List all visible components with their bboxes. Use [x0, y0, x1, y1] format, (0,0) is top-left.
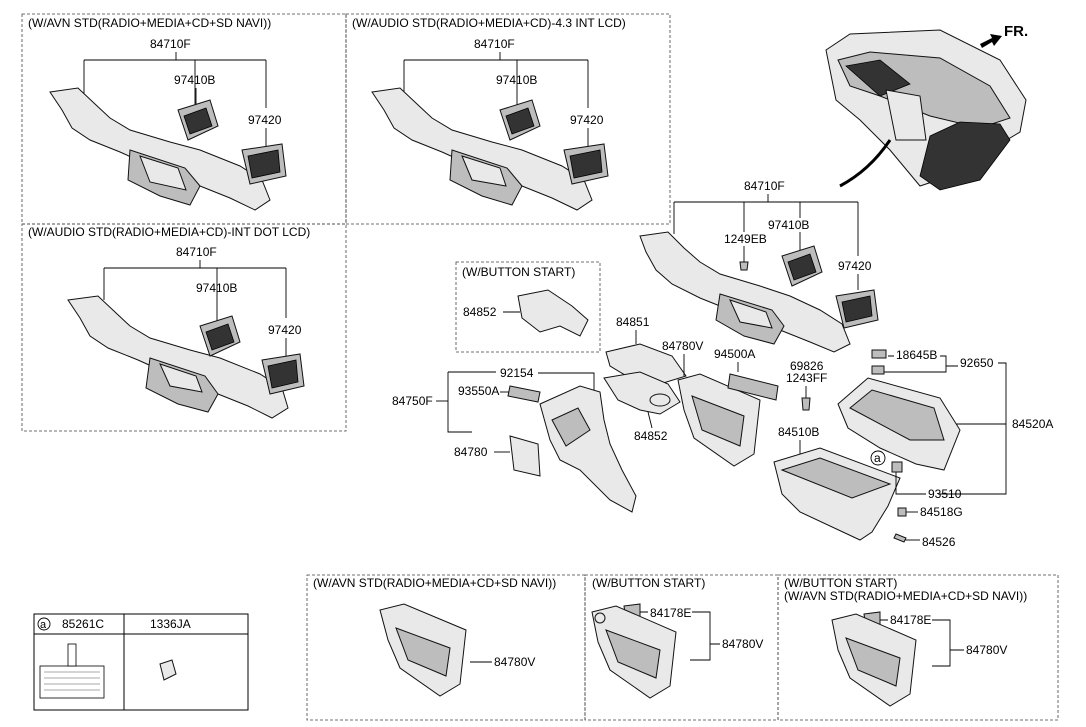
part-label-84780V: 84780V: [722, 637, 763, 651]
legend-part-1336JA: 1336JA: [150, 617, 191, 631]
part-label-92650: 92650: [960, 356, 994, 370]
part-label-97420: 97420: [248, 113, 282, 127]
part-label-94500A: 94500A: [714, 347, 755, 361]
part-label-84518G: 84518G: [920, 505, 963, 519]
part-label-84510B: 84510B: [778, 425, 819, 439]
option-box-avn-sd-navi: (W/AVN STD(RADIO+MEDIA+CD+SD NAVI)) 8471…: [21, 13, 347, 225]
option-box-audio-43-lcd: (W/AUDIO STD(RADIO+MEDIA+CD)-4.3 INT LCD…: [345, 13, 671, 225]
part-label-93550A: 93550A: [458, 384, 499, 398]
part-label-84780V: 84780V: [494, 655, 535, 669]
box-title: (W/BUTTON START): [784, 576, 897, 590]
damper-84518G: [897, 507, 907, 517]
part-label-84851: 84851: [616, 315, 650, 329]
part-label-97420: 97420: [838, 259, 872, 273]
box-title: (W/AVN STD(RADIO+MEDIA+CD+SD NAVI)): [313, 576, 556, 590]
lamp-92650: [871, 365, 885, 375]
switch-94500A: [727, 373, 779, 401]
option-box-bottom-avn: (W/AVN STD(RADIO+MEDIA+CD+SD NAVI)) 8478…: [306, 574, 586, 721]
option-box-bottom-button-start: (W/BUTTON START) 84178E 84780V: [584, 574, 779, 721]
part-label-84178E: 84178E: [890, 613, 931, 627]
part-label-84780V: 84780V: [662, 339, 703, 353]
box-title-secondary: (W/AVN STD(RADIO+MEDIA+CD+SD NAVI)): [784, 589, 1027, 603]
callout-a: a: [874, 451, 881, 465]
part-label-97420: 97420: [268, 323, 302, 337]
part-label-1243FF: 1243FF: [786, 371, 827, 385]
option-box-audio-dot-lcd: (W/AUDIO STD(RADIO+MEDIA+CD)-INT DOT LCD…: [21, 223, 347, 432]
crash-pad-part: [371, 87, 593, 211]
part-label-84710F: 84710F: [150, 37, 191, 51]
part-label-84852: 84852: [634, 429, 668, 443]
part-label-1249EB: 1249EB: [724, 232, 767, 246]
part-label-97420: 97420: [570, 113, 604, 127]
switch-93550A: [507, 385, 541, 403]
part-label-69826: 69826: [790, 359, 824, 373]
box-title: (W/AUDIO STD(RADIO+MEDIA+CD)-4.3 INT LCD…: [352, 16, 626, 30]
part-label-84852: 84852: [463, 305, 497, 319]
part-label-84520A: 84520A: [1012, 417, 1053, 431]
part-label-93510: 93510: [928, 487, 962, 501]
part-label-92154: 92154: [500, 366, 534, 380]
part-label-84710F: 84710F: [744, 179, 785, 193]
part-label-84710F: 84710F: [176, 245, 217, 259]
crash-pad-part: [49, 87, 271, 211]
legend-marker: a: [40, 619, 47, 631]
part-label-84750F: 84750F: [392, 394, 433, 408]
part-label-84178E: 84178E: [650, 606, 691, 620]
cover-84780: [509, 435, 541, 477]
option-box-button-start: (W/BUTTON START) 84852: [455, 261, 601, 353]
cover-84852: [517, 289, 589, 337]
box-title: (W/BUTTON START): [462, 265, 575, 279]
switch-93510: [891, 461, 903, 473]
legend-table: a 85261C 1336JA: [33, 613, 249, 711]
clip-1336JA: [159, 659, 177, 681]
legend-part-85261C: 85261C: [62, 617, 104, 631]
screw-1243FF: [801, 397, 811, 411]
box-title: (W/BUTTON START): [592, 576, 705, 590]
box-title: (W/AUDIO STD(RADIO+MEDIA+CD)-INT DOT LCD…: [28, 225, 310, 239]
part-label-97410B: 97410B: [768, 218, 809, 232]
main-assembly: 84710F 1249EB 97410B 97420 84851 84852 8…: [392, 179, 1053, 549]
part-label-84780: 84780: [454, 445, 488, 459]
crash-pad-84710F: [639, 231, 851, 353]
label-sticker-85261C: [39, 665, 105, 699]
box-title: (W/AVN STD(RADIO+MEDIA+CD+SD NAVI)): [28, 16, 271, 30]
part-label-84780V: 84780V: [966, 643, 1007, 657]
front-arrow-icon: [980, 34, 1002, 48]
part-label-84710F: 84710F: [474, 37, 515, 51]
dashboard-overview: FR.: [825, 23, 1028, 191]
crash-pad-part: [67, 295, 289, 419]
part-label-84526: 84526: [922, 535, 956, 549]
bulb-18645B: [871, 349, 887, 359]
screw-1249EB: [739, 261, 749, 271]
part-label-18645B: 18645B: [896, 348, 937, 362]
pin-84526: [893, 533, 907, 543]
front-direction-label: FR.: [1004, 23, 1028, 40]
lower-panel-84750F: [539, 385, 637, 513]
option-box-bottom-button-avn: (W/BUTTON START) (W/AVN STD(RADIO+MEDIA+…: [777, 574, 1059, 721]
